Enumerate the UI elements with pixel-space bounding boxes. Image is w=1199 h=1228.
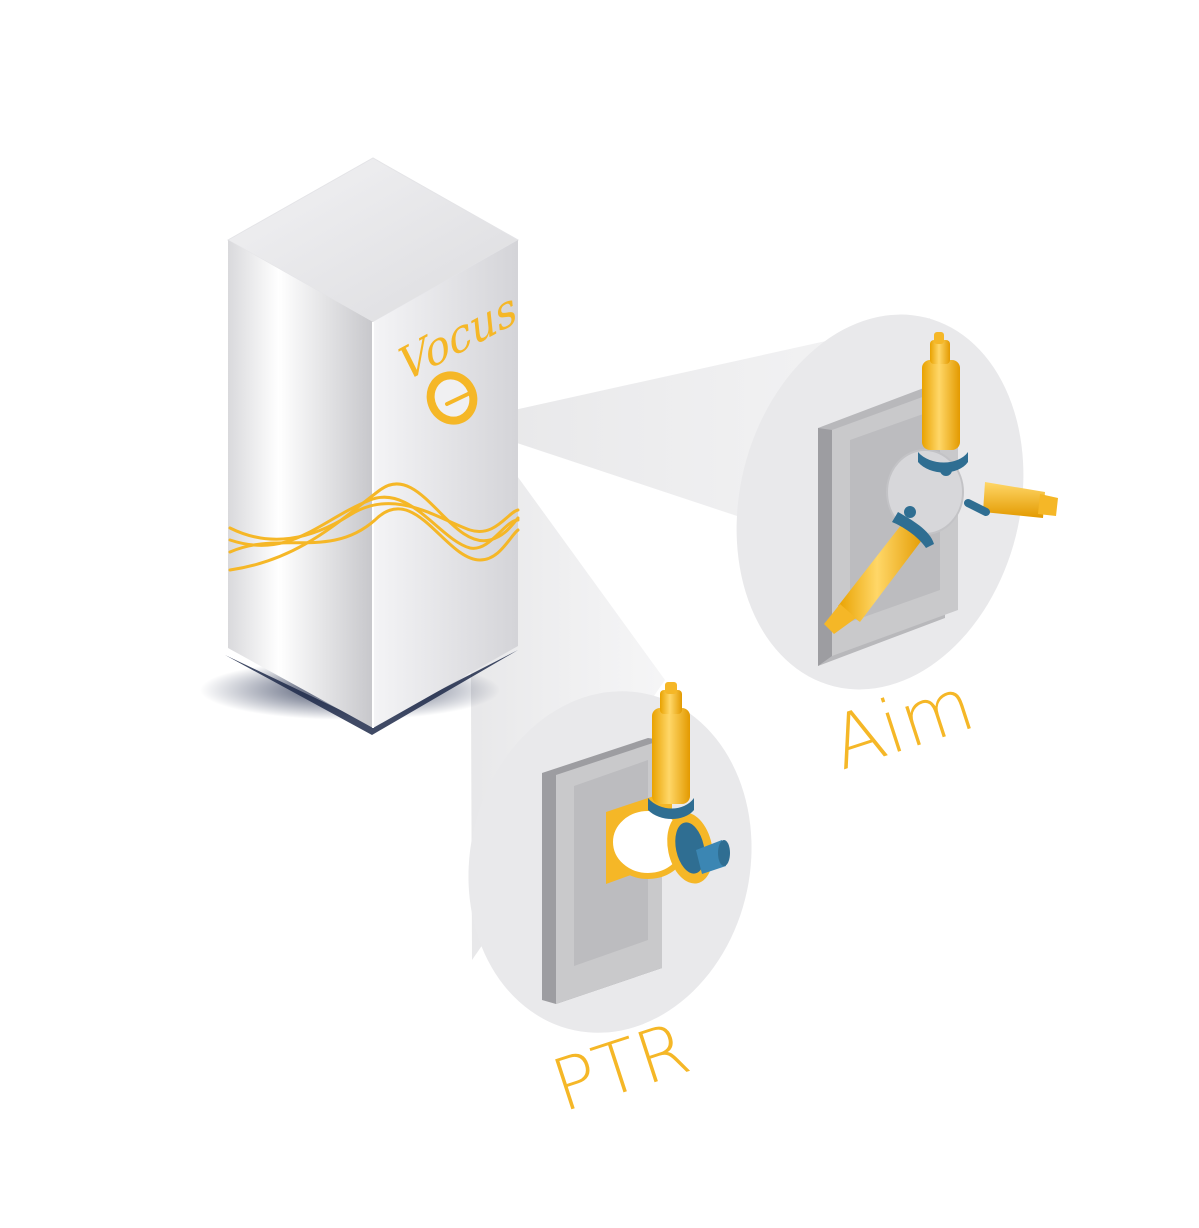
fiber-port-icon (426, 371, 478, 425)
fiber-cables (228, 482, 520, 572)
equipment-cabinet-icon (200, 157, 520, 735)
single-probe-rotary-fitting-icon (542, 682, 730, 1004)
multi-probe-fitting-icon (818, 332, 1058, 666)
